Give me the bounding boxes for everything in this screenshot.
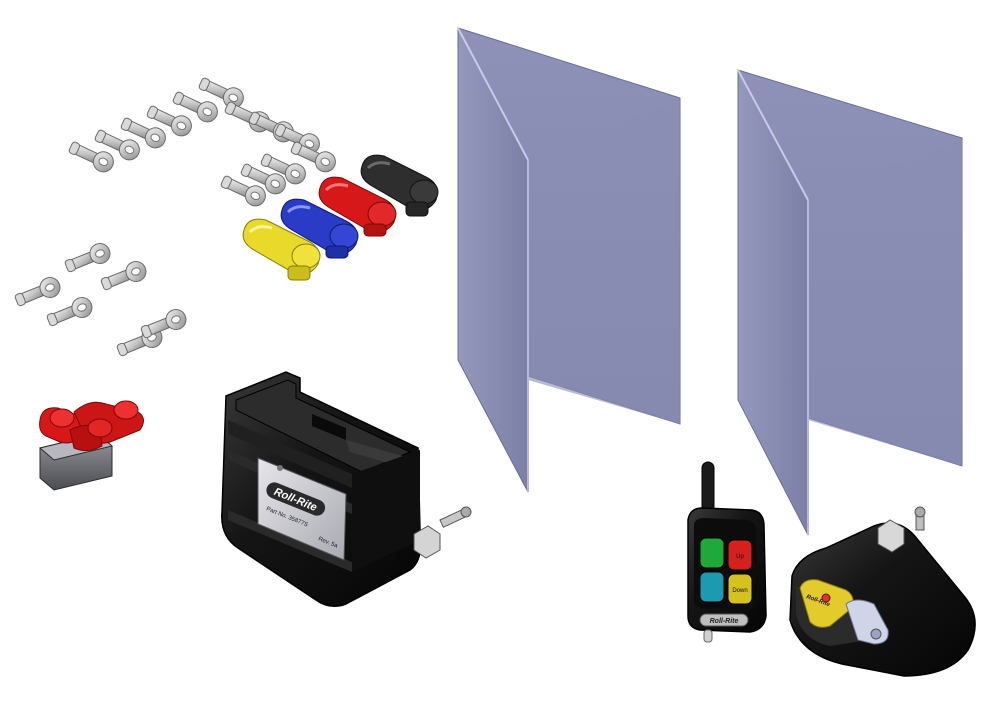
ring-terminals-lower — [14, 243, 187, 357]
remote-button-label: Up — [736, 554, 744, 560]
control-box-stud — [413, 506, 472, 559]
remote-button-yellow[interactable]: Down — [727, 573, 753, 605]
ring-terminal — [240, 163, 286, 195]
ring-terminal — [64, 243, 111, 273]
remote-button-green[interactable] — [699, 537, 725, 569]
divider-panel-right — [737, 69, 963, 536]
ring-terminal — [14, 277, 61, 307]
ring-terminal — [68, 141, 114, 173]
receiver-unit: Roll-Rite — [789, 506, 976, 677]
remote-button-teal[interactable] — [699, 571, 725, 603]
remote-logo: Roll-Rite — [710, 618, 739, 625]
control-box: Roll-Rite Part No. 35877S Rev. 5a — [221, 371, 472, 607]
ring-terminal — [146, 105, 192, 137]
ring-terminal — [120, 117, 166, 149]
ring-terminal — [224, 101, 270, 133]
terminal-boot-black — [360, 154, 439, 217]
remote-button-label: Down — [732, 588, 747, 594]
ring-terminal — [290, 141, 336, 173]
ring-terminal — [260, 153, 306, 185]
ring-terminal — [140, 309, 187, 339]
ring-terminal — [220, 175, 266, 207]
terminal-boot-yellow — [242, 218, 321, 281]
receiver-label-panel: Roll-Rite — [799, 579, 854, 628]
ring-terminals-upper — [68, 77, 336, 207]
control-box-nameplate: Roll-Rite Part No. 35877S Rev. 5a — [257, 457, 347, 561]
ring-terminal — [100, 261, 147, 291]
terminal-boot-blue — [280, 198, 359, 259]
ring-terminal — [46, 297, 93, 327]
terminal-boot-red — [318, 176, 397, 237]
ring-terminal — [172, 91, 218, 123]
ring-terminal — [94, 129, 140, 161]
terminal-block — [38, 400, 144, 491]
remote-button-red[interactable]: Up — [727, 539, 753, 571]
divider-panel-left — [457, 27, 681, 493]
